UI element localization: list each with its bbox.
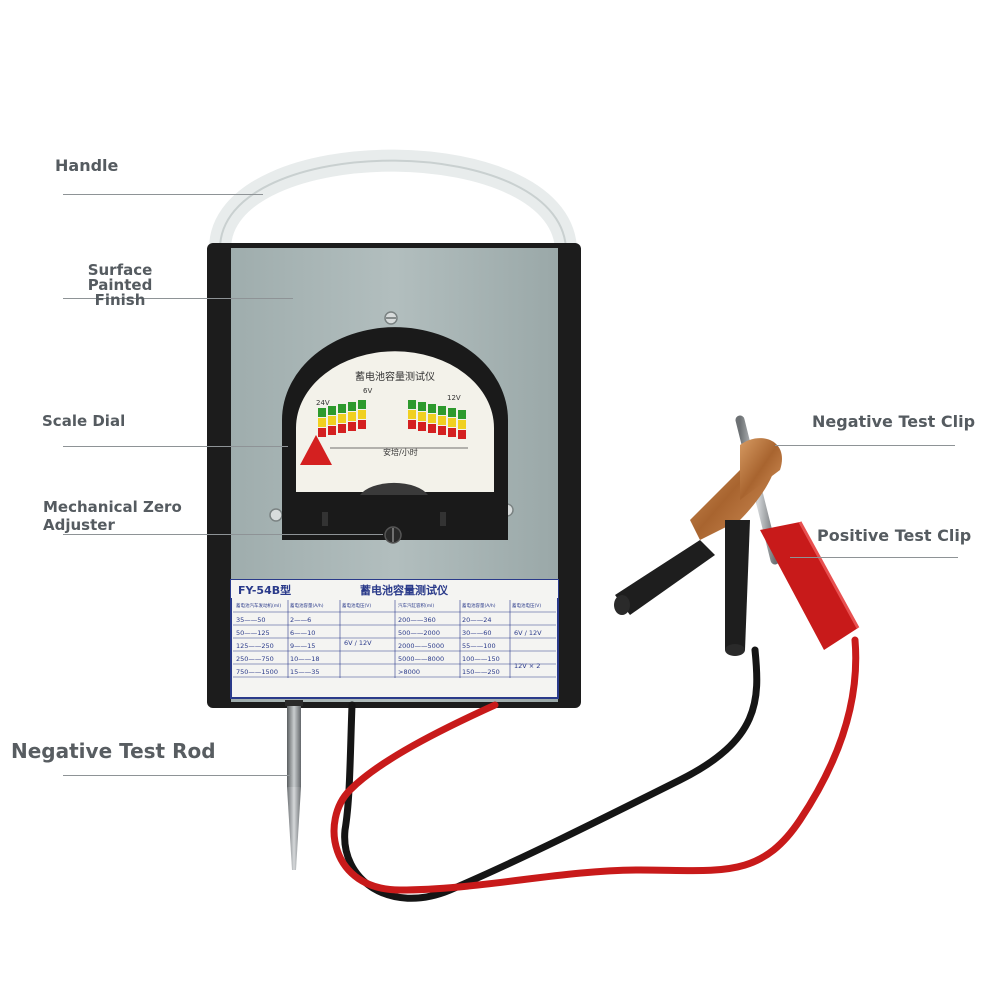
dial-scale-bar [338,404,346,413]
surface-label: Surface Painted Finish [87,261,153,309]
dial-24v: 24V [316,399,330,407]
plate-cell: 125——250 [236,642,274,650]
dial-scale-bar [418,412,426,421]
positive-clip-leader [790,557,958,558]
dial-scale-bar [458,430,466,439]
dial-scale-bar [428,404,436,413]
dial-scale-bar [358,400,366,409]
dial-scale-bar [438,406,446,415]
dial-scale-bar [448,418,456,427]
dial-scale-bar [458,410,466,419]
negative-test-clip [614,438,782,656]
plate-header: 蓄电池容量(A/h) [290,602,324,609]
dial-scale-bar [348,422,356,431]
plate-cell: 6——10 [290,629,315,637]
surface-leader [63,298,293,299]
plate-cell: 750——1500 [236,668,278,676]
dial-scale-bar [408,400,416,409]
plate-voltage: 6V / 12V [344,639,372,647]
plate-cell: 2——6 [290,616,311,624]
dial-scale-bar [428,424,436,433]
dial-scale-bar [418,402,426,411]
zero-adjuster-leader [63,534,383,535]
dial-6v: 6V [363,387,372,395]
plate-cell: 100——150 [462,655,500,663]
negative-rod-leader [63,775,291,776]
dial-scale-bar [318,408,326,417]
negative-rod-label: Negative Test Rod [11,739,216,763]
spec-plate [230,579,559,699]
negative-clip-label: Negative Test Clip [812,412,976,431]
negative-clip-leader [775,445,955,446]
dial-scale-bar [408,420,416,429]
plate-cell: 55——100 [462,642,496,650]
positive-clip-label: Positive Test Clip [817,526,972,545]
dial-scale-bar [358,410,366,419]
dial-scale-bar [448,408,456,417]
dial-scale-bar [338,414,346,423]
scale-dial [296,351,494,492]
dial-scale-bar [348,412,356,421]
dial-scale-bar [328,416,336,425]
red-cable [330,636,860,894]
plate-voltage: 6V / 12V [514,629,542,637]
dial-scale-bar [458,420,466,429]
plate-header: 蓄电池电压(V) [342,602,371,609]
dial-unit: 安培/小时 [383,447,418,457]
dial-scale-bar [328,406,336,415]
model-label: FY-54B型 [238,583,291,597]
dial-scale-bar [408,410,416,419]
plate-cell: 250——750 [236,655,274,663]
dial-scale-bar [348,402,356,411]
handle [208,149,578,266]
handle-label: Handle [55,156,119,175]
mechanical-zero-adjuster [360,482,428,495]
zero-adjuster-label: Mechanical Zero Adjuster [43,498,182,534]
plate-cell: 5000——8000 [398,655,444,663]
dial-scale-bar [328,426,336,435]
plate-cell: 35——50 [236,616,266,624]
scale-dial-label: Scale Dial [42,412,126,430]
screw-left [269,508,283,522]
dial-scale-bar [448,428,456,437]
plate-cell: 10——18 [290,655,320,663]
scale-dial-leader [63,446,288,447]
plate-cell: 200——360 [398,616,436,624]
plate-header: 汽车汽缸容积(ml) [398,602,434,609]
dial-12v: 12V [447,394,461,402]
dial-scale-bar [438,426,446,435]
handle-leader [63,194,263,195]
dial-scale-bar [428,414,436,423]
dial-scale-bar [418,422,426,431]
plate-cell: 15——35 [290,668,320,676]
plate-cell: 30——60 [462,629,492,637]
dial-scale-bar [338,424,346,433]
plate-cell: 2000——5000 [398,642,444,650]
plate-cell: >8000 [398,668,420,676]
plate-voltage: 12V × 2 [514,662,540,670]
dial-scale-bar [318,418,326,427]
plate-cell: 50——125 [236,629,270,637]
dial-scale-bar [438,416,446,425]
plate-header: 蓄电池电压(V) [512,602,541,609]
plate-cell: 500——2000 [398,629,440,637]
plate-header: 蓄电池汽车发动机(ml) [236,602,281,609]
plate-title: 蓄电池容量测试仪 [360,583,449,597]
negative-test-rod [287,702,301,787]
plate-cell: 150——250 [462,668,500,676]
warning-triangle-icon [300,435,332,465]
plate-header: 蓄电池容量(A/h) [462,602,496,609]
plate-cell: 20——24 [462,616,492,624]
plate-cell: 9——15 [290,642,315,650]
dial-scale-bar [358,420,366,429]
dial-title: 蓄电池容量测试仪 [355,370,435,383]
dial-scale-bar [318,428,326,437]
